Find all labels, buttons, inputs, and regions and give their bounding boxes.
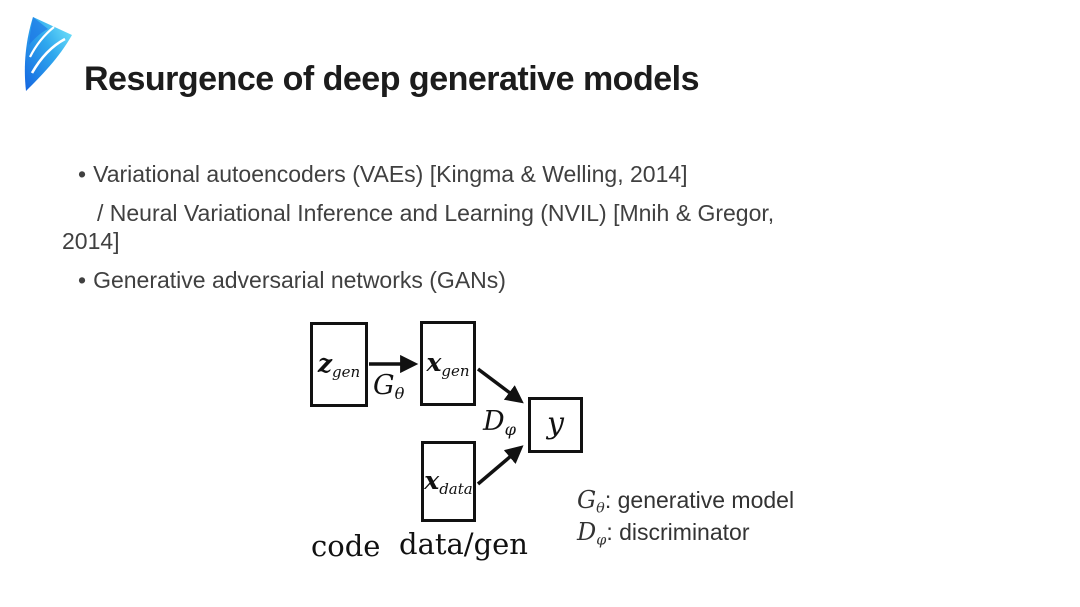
bullet-line-wrap-2014: 2014] [62,228,120,254]
bullet-marker: • [78,267,87,293]
page-title: Resurgence of deep generative models [84,60,699,98]
node-x-gen: xgen [420,321,476,406]
legend-desc: : discriminator [606,519,750,545]
node-y: y [528,397,583,453]
legend-symbol: Gθ [577,486,605,517]
node-x-data: xdata [421,441,476,522]
edge-label-discriminator: Dφ [483,406,516,440]
node-label: zgen [317,348,361,381]
legend-generator: Gθ: generative model [577,486,794,517]
column-label-data-gen: data/gen [399,527,528,561]
bullet-marker: • [78,161,87,187]
legend-discriminator: Dφ: discriminator [577,518,749,549]
edge-label-generator: Gθ [373,370,405,404]
bullet-text: 2014] [62,228,120,254]
node-label: xgen [426,347,470,380]
legend-desc: : generative model [604,487,795,513]
bullet-text: Variational autoencoders (VAEs) [Kingma … [93,161,688,187]
node-label: y [547,406,564,442]
legend-symbol: Dφ [577,518,607,549]
bullet-line-gan: •Generative adversarial networks (GANs) [78,267,506,293]
brand-swoosh-logo-icon [24,17,72,91]
arrow-xdata-to-y [476,445,524,486]
arrow-xgen-to-y [476,367,524,404]
node-label: xdata [424,465,473,498]
node-z-gen: zgen [310,322,368,407]
bullet-line-nvil: / Neural Variational Inference and Learn… [97,200,774,226]
bullet-text: / Neural Variational Inference and Learn… [97,200,775,226]
column-label-code: code [311,529,381,563]
bullet-line-vae: •Variational autoencoders (VAEs) [Kingma… [78,161,688,187]
bullet-text: Generative adversarial networks (GANs) [93,267,506,293]
